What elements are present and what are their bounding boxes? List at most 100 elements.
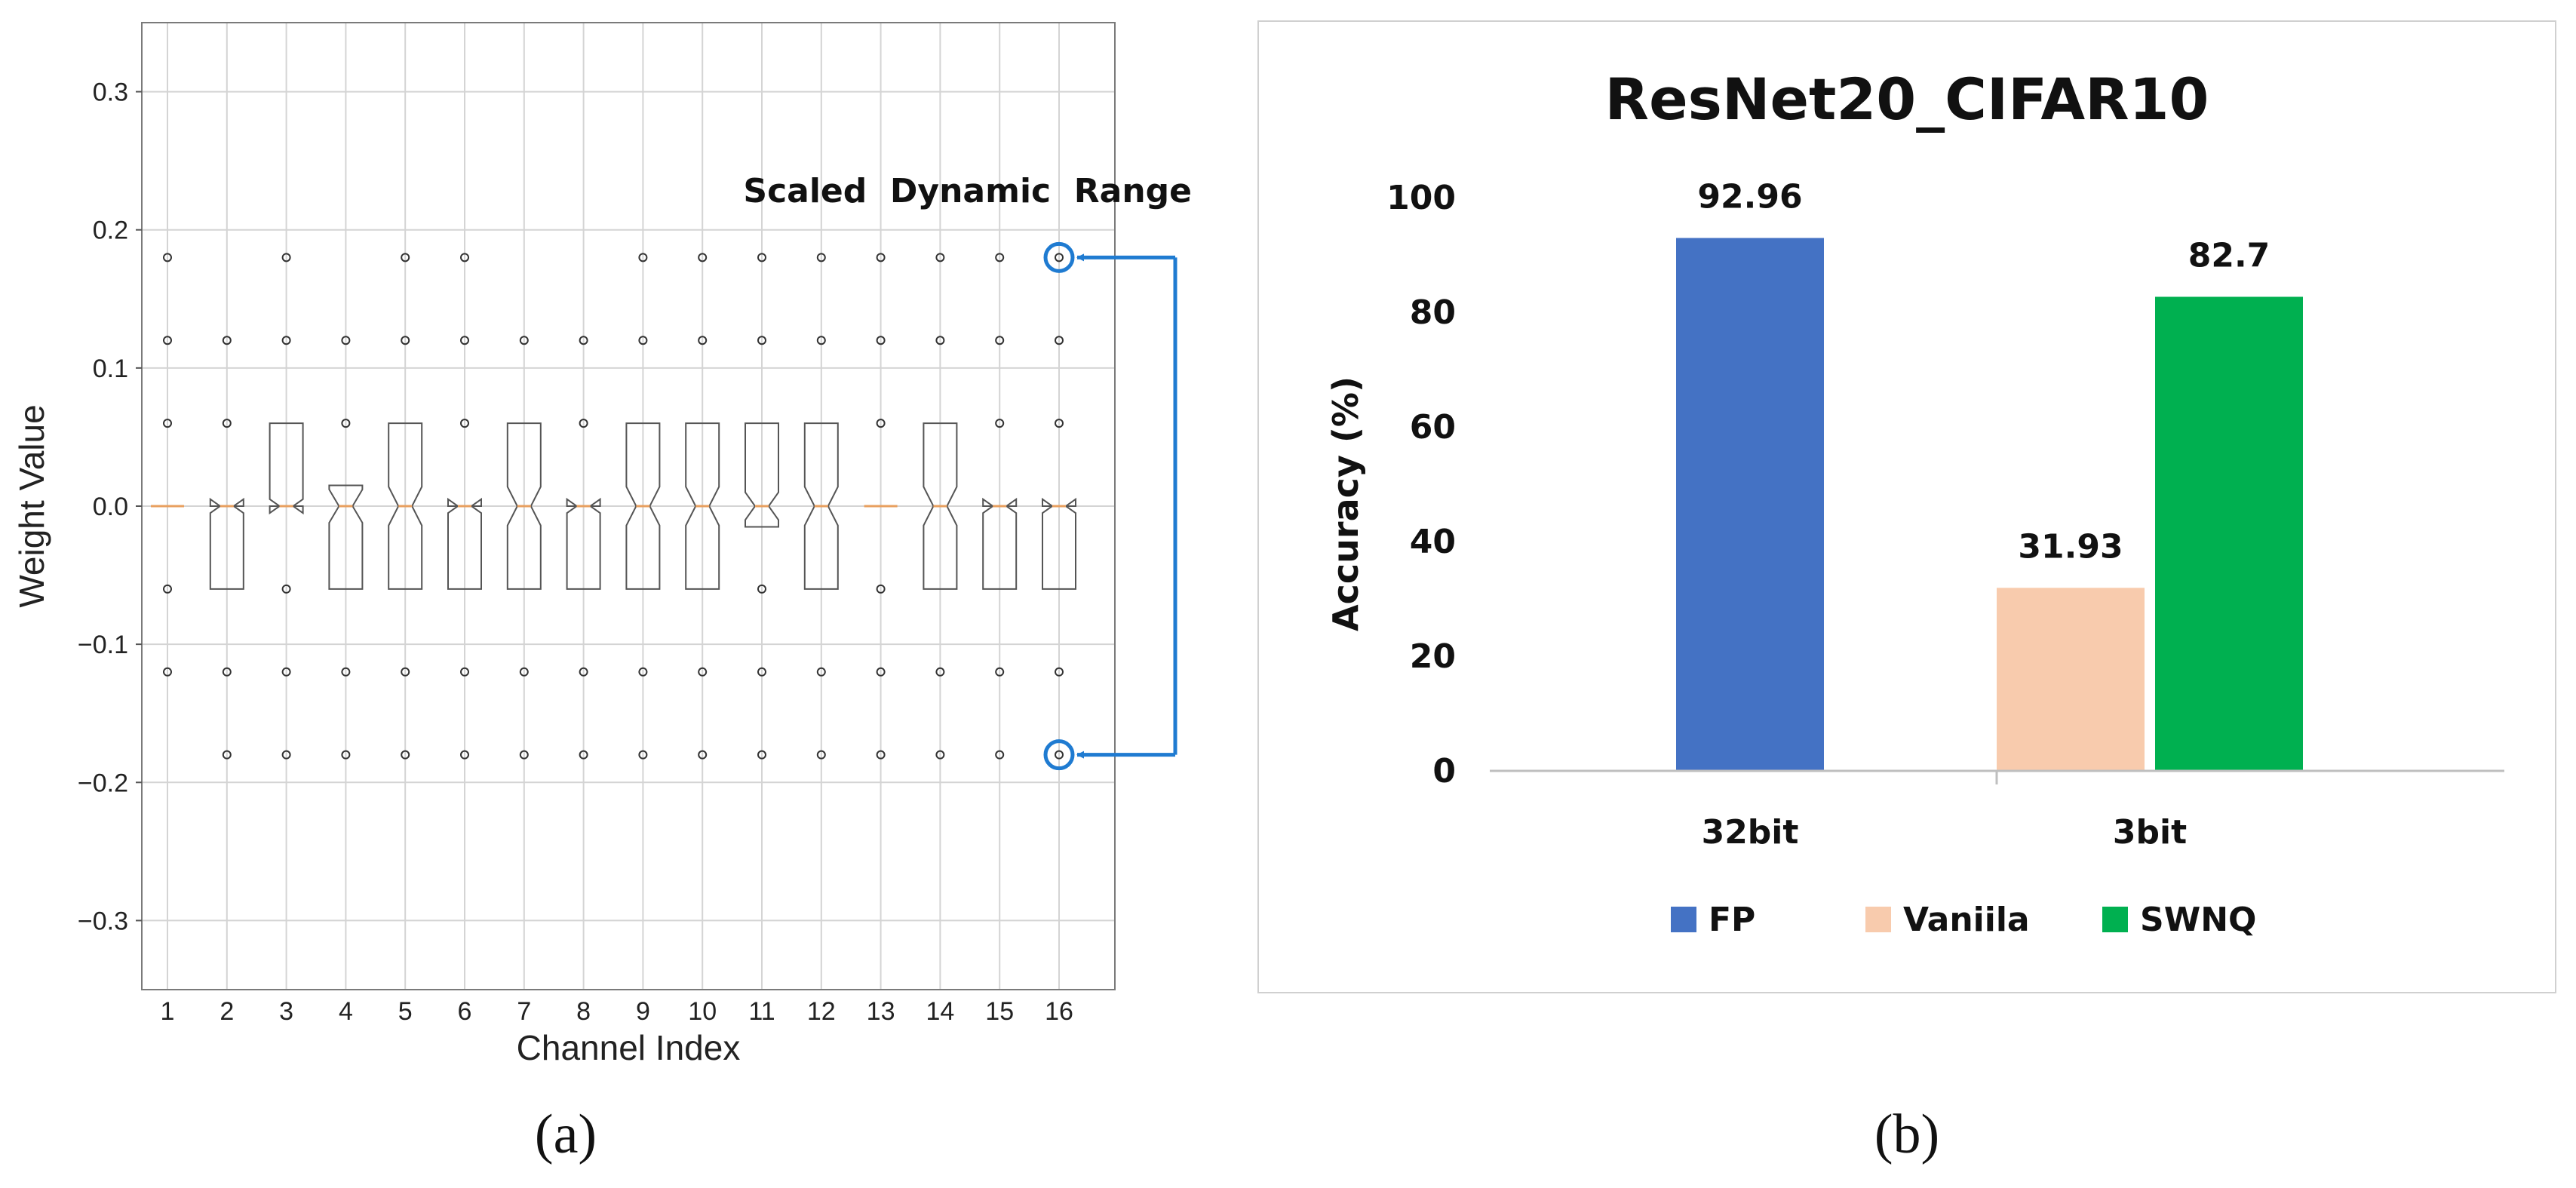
panel-b-caption: (b) <box>1874 1104 1939 1165</box>
a-outlier-point <box>995 336 1005 345</box>
a-outlier-point <box>698 750 708 760</box>
a-outlier-point <box>1055 336 1064 345</box>
a-outlier-point <box>698 336 708 345</box>
a-notched-box <box>388 422 423 590</box>
a-outlier-point <box>757 253 766 262</box>
a-outlier-point <box>995 750 1005 760</box>
b-bar-value-label: 82.7 <box>2188 236 2271 275</box>
a-outlier-point <box>281 667 291 677</box>
a-x-tick-label: 13 <box>867 997 895 1026</box>
b-legend-label: FP <box>1709 901 1755 939</box>
a-outlier-point <box>519 336 529 345</box>
a-range-min-circle <box>1043 739 1075 771</box>
a-notched-box <box>269 422 304 515</box>
a-outlier-point <box>163 419 172 428</box>
b-chart-frame <box>1257 20 2556 993</box>
a-outlier-point <box>995 419 1005 428</box>
a-box-channel-16 <box>1042 497 1076 590</box>
a-y-tick-label: 0.2 <box>93 216 128 245</box>
a-outlier-point <box>579 750 588 760</box>
a-outlier-point <box>816 667 826 677</box>
a-outlier-point <box>460 750 469 760</box>
panel-b-bar-chart: ResNet20_CIFAR10 Accuracy (%) 0204060801… <box>1257 20 2556 1165</box>
a-outlier-point <box>1055 750 1064 760</box>
a-x-tick-label: 2 <box>220 997 234 1026</box>
a-notched-box <box>923 422 958 590</box>
a-outlier-point <box>460 253 469 262</box>
a-outlier-point <box>401 750 410 760</box>
a-outlier-point <box>995 667 1005 677</box>
a-box-channel-4 <box>328 484 364 590</box>
a-outlier-point <box>341 667 351 677</box>
a-outlier-point <box>876 584 886 594</box>
b-y-tick-label: 80 <box>1410 293 1456 332</box>
a-outlier-point <box>816 253 826 262</box>
a-outlier-point <box>341 750 351 760</box>
a-box-channel-7 <box>506 422 542 590</box>
a-outlier-point <box>876 667 886 677</box>
a-outlier-point <box>757 584 766 594</box>
a-outlier-point <box>163 336 172 345</box>
a-outlier-point <box>876 336 886 345</box>
a-outlier-point <box>579 336 588 345</box>
a-notched-box <box>447 497 482 590</box>
a-outlier-point <box>401 253 410 262</box>
a-outlier-point <box>935 336 945 345</box>
a-outlier-point <box>935 750 945 760</box>
b-bar-vaniila-3bit <box>1997 588 2145 771</box>
a-outlier-point <box>460 667 469 677</box>
panel-a-caption: (a) <box>535 1104 597 1165</box>
b-x-tick-label: 32bit <box>1702 813 1799 852</box>
b-y-tick-label: 60 <box>1410 408 1456 447</box>
a-x-tick-label: 16 <box>1045 997 1073 1026</box>
a-notched-box <box>982 497 1018 590</box>
a-outlier-point <box>816 750 826 760</box>
a-box-channel-12 <box>803 422 839 590</box>
b-x-tick-label: 3bit <box>2113 813 2187 852</box>
a-outlier-point <box>222 667 232 677</box>
a-notched-box <box>566 497 601 590</box>
a-outlier-point <box>816 336 826 345</box>
a-x-axis-label: Channel Index <box>517 1028 741 1067</box>
a-outlier-point <box>579 419 588 428</box>
a-box-channel-5 <box>388 422 423 590</box>
a-outlier-point <box>281 336 291 345</box>
b-bar-swnq-3bit <box>2155 296 2303 772</box>
a-x-tick-label: 14 <box>926 997 954 1026</box>
a-outlier-point <box>1055 253 1064 262</box>
a-x-tick-label: 6 <box>458 997 472 1026</box>
b-bar-fp-32bit <box>1676 238 1824 771</box>
b-y-tick-label: 20 <box>1410 637 1456 676</box>
a-x-tick-label: 4 <box>339 997 353 1026</box>
a-outlier-point <box>638 253 648 262</box>
a-x-tick-label: 12 <box>807 997 836 1026</box>
a-dynamic-range-highlight <box>1043 241 1177 771</box>
a-y-axis-label: Weight Value <box>12 404 51 607</box>
b-chart-title: ResNet20_CIFAR10 <box>1605 66 2209 133</box>
b-legend-label: SWNQ <box>2140 901 2256 939</box>
a-x-tick-label: 5 <box>398 997 413 1026</box>
a-x-tick-label: 8 <box>576 997 591 1026</box>
a-box-channel-8 <box>566 497 601 590</box>
a-notched-box <box>1042 497 1076 590</box>
scaled-dynamic-range-annotation: Scaled Dynamic Range <box>743 172 1192 210</box>
b-legend-swatch-vaniila <box>1865 907 1891 932</box>
a-outlier-point <box>638 750 648 760</box>
a-y-tick-label: 0.1 <box>93 355 128 383</box>
a-y-tick-label: 0.3 <box>93 78 128 107</box>
b-legend-swatch-swnq <box>2102 907 2128 932</box>
a-outlier-point <box>876 253 886 262</box>
b-bars <box>1676 238 2303 772</box>
a-box-channel-3 <box>269 422 304 515</box>
a-outlier-point <box>163 584 172 594</box>
a-outlier-point <box>757 667 766 677</box>
a-outlier-point <box>281 584 291 594</box>
a-outlier-point <box>222 419 232 428</box>
b-y-axis-label: Accuracy (%) <box>1325 376 1366 631</box>
a-outlier-point <box>579 667 588 677</box>
a-outlier-point <box>698 253 708 262</box>
a-x-tick-label: 1 <box>161 997 175 1026</box>
